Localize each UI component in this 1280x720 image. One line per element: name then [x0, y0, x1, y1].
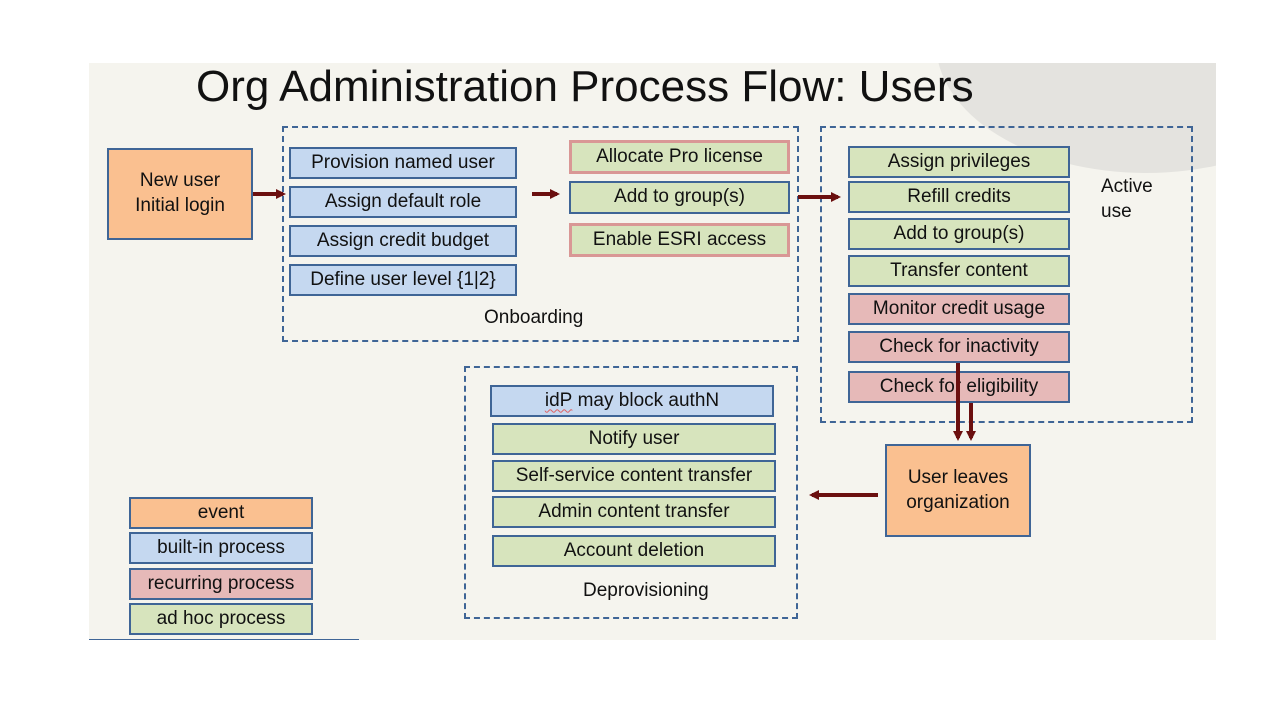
event-new-user[interactable]: New user Initial login	[107, 148, 253, 240]
event-user-leaves[interactable]: User leaves organization	[885, 444, 1031, 537]
onboarding-label: Onboarding	[484, 307, 584, 328]
active-step-monitor-credits[interactable]: Monitor credit usage	[848, 293, 1070, 325]
onboarding-step-credit-budget[interactable]: Assign credit budget	[289, 225, 517, 257]
onboarding-step-add-group[interactable]: Add to group(s)	[569, 181, 790, 214]
active-step-privileges[interactable]: Assign privileges	[848, 146, 1070, 178]
active-step-transfer-content[interactable]: Transfer content	[848, 255, 1070, 287]
deprov-step-notify[interactable]: Notify user	[492, 423, 776, 455]
active-step-inactivity[interactable]: Check for inactivity	[848, 331, 1070, 363]
onboarding-frame	[282, 126, 799, 342]
onboarding-step-esri-access[interactable]: Enable ESRI access	[569, 223, 790, 257]
onboarding-step-provision[interactable]: Provision named user	[289, 147, 517, 179]
deprovisioning-frame	[464, 366, 798, 619]
legend-event: event	[129, 497, 313, 529]
legend-ad-hoc: ad hoc process	[129, 603, 313, 635]
event-new-user-line2: Initial login	[135, 195, 225, 216]
active-step-add-group[interactable]: Add to group(s)	[848, 218, 1070, 250]
slide-title: Org Administration Process Flow: Users	[196, 63, 974, 111]
active-use-frame	[820, 126, 1193, 423]
event-user-leaves-line2: organization	[906, 491, 1010, 513]
deprov-step-idp-block[interactable]: idP may block authN	[490, 385, 774, 417]
legend-built-in: built-in process	[129, 532, 313, 564]
deprovisioning-label: Deprovisioning	[583, 580, 709, 601]
onboarding-step-default-role[interactable]: Assign default role	[289, 186, 517, 218]
deprov-step-self-service[interactable]: Self-service content transfer	[492, 460, 776, 492]
event-new-user-line1: New user	[139, 170, 221, 192]
active-step-refill-credits[interactable]: Refill credits	[848, 181, 1070, 213]
footer-divider	[89, 639, 359, 640]
onboarding-step-pro-license[interactable]: Allocate Pro license	[569, 140, 790, 174]
deprov-step-account-deletion[interactable]: Account deletion	[492, 535, 776, 567]
deprov-step-idp-prefix: idP	[544, 389, 573, 411]
deprov-step-admin-transfer[interactable]: Admin content transfer	[492, 496, 776, 528]
legend-recurring: recurring process	[129, 568, 313, 600]
deprov-step-idp-suffix: may block authN	[572, 389, 720, 411]
active-use-label-line1: Active	[1101, 176, 1153, 197]
active-use-label-line2: use	[1101, 200, 1132, 222]
onboarding-step-user-level[interactable]: Define user level {1|2}	[289, 264, 517, 296]
active-use-label: Active use	[1101, 175, 1153, 224]
event-user-leaves-line1: User leaves	[907, 466, 1009, 488]
